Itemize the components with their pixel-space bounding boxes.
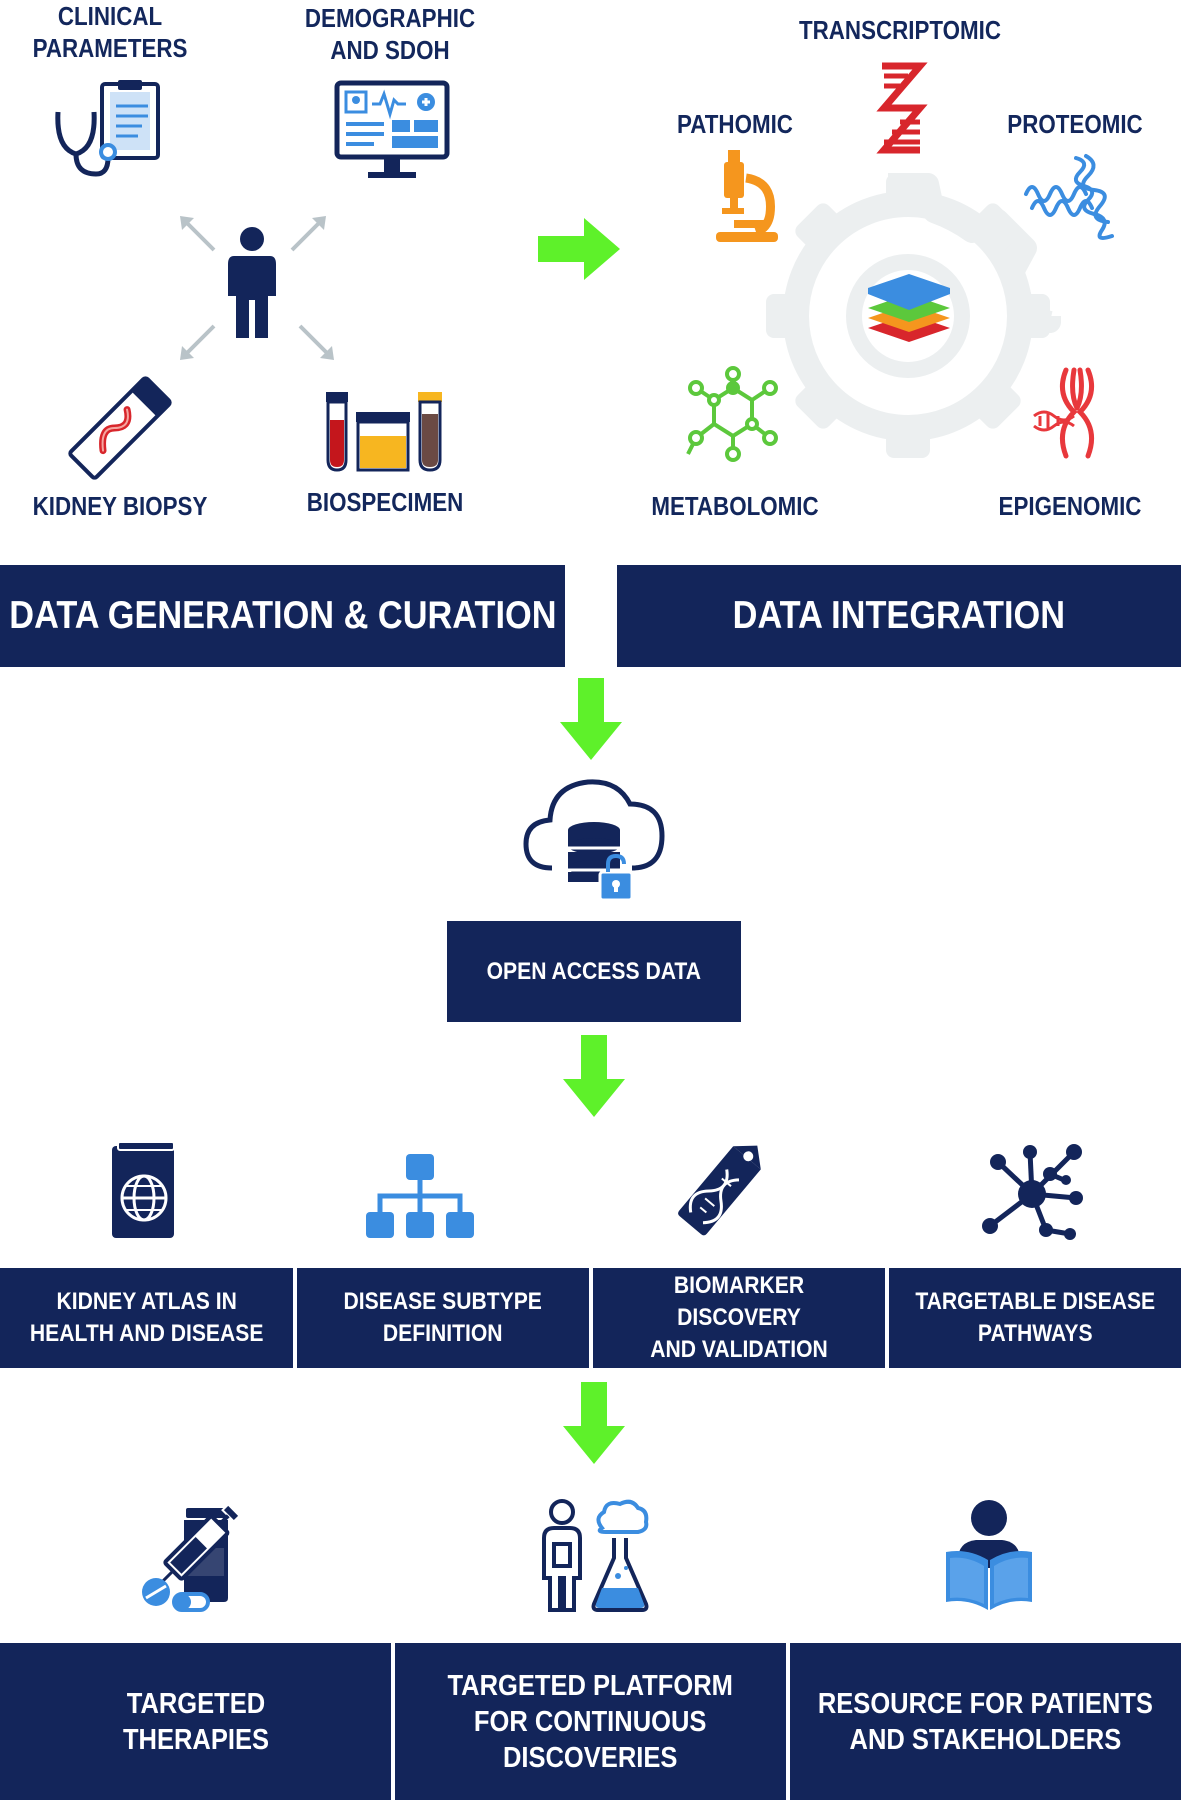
arrow-down-green-icon [560, 678, 622, 760]
reader-book-icon [946, 1500, 1032, 1610]
label-clinical-parameters: CLINICAL PARAMETERS [32, 1, 188, 63]
biopsy-slide-icon [68, 376, 172, 480]
rna-strand-icon [876, 62, 928, 154]
atlas-globe-icon [112, 1141, 175, 1238]
data-integration-banner: DATA INTEGRATION [617, 565, 1181, 667]
use-case-kidney-atlas-label: KIDNEY ATLAS IN HEALTH AND DISEASE [29, 1288, 264, 1347]
label-proteomic: PROTEOMIC [1007, 109, 1143, 139]
label-kidney-biopsy: KIDNEY BIOPSY [32, 491, 208, 521]
arrow-down-right-icon [298, 324, 334, 360]
data-generation-curation-banner: DATA GENERATION & CURATION [0, 565, 565, 667]
use-case-biomarker: BIOMARKER DISCOVERY AND VALIDATION [593, 1268, 885, 1368]
patient-person-icon [228, 227, 276, 338]
chromosome-icon [1033, 367, 1095, 459]
arrow-right-green-icon [538, 218, 620, 280]
arrow-up-right-icon [290, 216, 326, 252]
label-pathomic: PATHOMIC [677, 109, 793, 139]
syringe-pills-icon [142, 1503, 241, 1612]
use-case-disease-subtype-label: DISEASE SUBTYPE DEFINITION [343, 1288, 543, 1347]
use-case-disease-subtype: DISEASE SUBTYPE DEFINITION [297, 1268, 589, 1368]
arrow-up-left-icon [180, 216, 216, 252]
data-generation-curation-label: DATA GENERATION & CURATION [8, 594, 557, 637]
label-demographic-sdoh: DEMOGRAPHIC AND SDOH [304, 3, 476, 65]
outcome-targeted-platform-label: TARGETED PLATFORM FOR CONTINUOUS DISCOVE… [447, 1669, 734, 1774]
data-layers-icon [868, 274, 950, 342]
arrow-down-left-icon [180, 324, 216, 360]
data-integration-label: DATA INTEGRATION [732, 594, 1066, 637]
cloud-database-lock-icon [523, 779, 665, 902]
use-case-biomarker-label: BIOMARKER DISCOVERY AND VALIDATION [650, 1272, 828, 1363]
outcome-targeted-therapies: TARGETED THERAPIES [0, 1643, 391, 1800]
biospecimen-tubes-icon [326, 392, 442, 472]
monitor-icon [334, 80, 450, 178]
arrow-down-green-icon [563, 1035, 625, 1117]
label-metabolomic: METABOLOMIC [651, 491, 819, 521]
gear-icon [766, 173, 1061, 458]
label-transcriptomic: TRANSCRIPTOMIC [798, 15, 1002, 45]
label-biospecimen: BIOSPECIMEN [306, 487, 464, 517]
outcome-resource-patients-label: RESOURCE FOR PATIENTS AND STAKEHOLDERS [817, 1687, 1154, 1756]
scientist-flask-icon [542, 1499, 649, 1612]
outcome-resource-patients: RESOURCE FOR PATIENTS AND STAKEHOLDERS [790, 1643, 1181, 1800]
use-case-targetable-pathways-label: TARGETABLE DISEASE PATHWAYS [915, 1288, 1155, 1347]
outcome-targeted-therapies-label: TARGETED THERAPIES [122, 1687, 269, 1756]
clipboard-stethoscope-icon [55, 80, 160, 177]
microscope-icon [716, 150, 778, 242]
molecule-pathways-icon [982, 1144, 1083, 1240]
use-case-targetable-pathways: TARGETABLE DISEASE PATHWAYS [889, 1268, 1181, 1368]
open-access-data-label: OPEN ACCESS DATA [486, 957, 702, 985]
use-case-kidney-atlas: KIDNEY ATLAS IN HEALTH AND DISEASE [0, 1268, 293, 1368]
hierarchy-icon [366, 1154, 474, 1238]
open-access-data-banner: OPEN ACCESS DATA [447, 921, 741, 1022]
metabolite-network-icon [686, 366, 778, 462]
label-epigenomic: EPIGENOMIC [998, 491, 1142, 521]
outcome-targeted-platform: TARGETED PLATFORM FOR CONTINUOUS DISCOVE… [395, 1643, 786, 1800]
arrow-down-green-icon [563, 1382, 625, 1464]
protein-helix-icon [1024, 154, 1114, 240]
biomarker-tag-icon [678, 1145, 761, 1236]
